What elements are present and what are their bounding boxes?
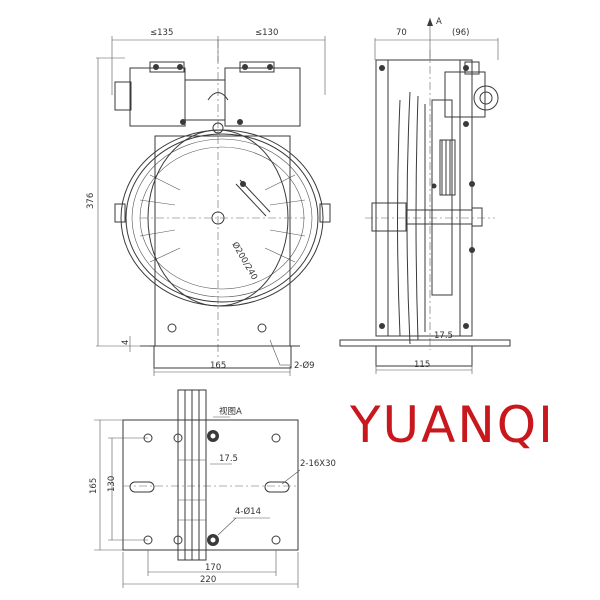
shaft-boss bbox=[371, 202, 407, 232]
side-frame bbox=[375, 59, 473, 337]
dim-sheave-diameter: Ø200/240 bbox=[229, 240, 260, 282]
dim-base-width: 165 bbox=[210, 361, 226, 371]
brake-housing bbox=[129, 67, 186, 127]
dim-slots: 2-16X30 bbox=[300, 459, 336, 469]
bottom-view: 视图A 17.5 2-16X30 4-Ø14 165 130 170 220 bbox=[89, 389, 336, 588]
front-base bbox=[153, 345, 292, 369]
dim-width-left: ≤135 bbox=[150, 28, 173, 38]
front-mounting-plate bbox=[154, 135, 291, 347]
dim-bottom-inner-height: 130 bbox=[107, 476, 117, 492]
dim-width-right: ≤130 bbox=[255, 28, 278, 38]
mounting-holes bbox=[143, 433, 281, 545]
brand-logo: YUANQI bbox=[349, 396, 555, 454]
dim-bottom-groove: 17.5 bbox=[219, 454, 238, 464]
dim-side-groove: 17.5 bbox=[434, 331, 453, 341]
side-base bbox=[339, 339, 511, 347]
bottom-base-plate bbox=[122, 419, 299, 551]
dim-holes-4: 4-Ø14 bbox=[235, 506, 261, 517]
dim-side-front: 70 bbox=[396, 28, 407, 38]
dim-holes: 2-Ø9 bbox=[294, 360, 315, 371]
side-view: 70 (96) A bbox=[339, 17, 511, 374]
brake-arm bbox=[224, 67, 301, 127]
dim-side-depth: 115 bbox=[414, 360, 430, 370]
view-label-a: 视图A bbox=[219, 406, 242, 417]
brake-wheel bbox=[473, 85, 499, 111]
dim-height: 376 bbox=[86, 193, 96, 209]
dim-bottom-outer-width: 220 bbox=[200, 575, 216, 585]
dim-side-rear: (96) bbox=[452, 28, 469, 38]
left-boss bbox=[114, 203, 126, 223]
dim-bottom-outer-height: 165 bbox=[89, 478, 99, 494]
slot-right bbox=[264, 481, 290, 493]
slot-left bbox=[129, 481, 155, 493]
view-arrow-a: A bbox=[436, 17, 442, 27]
front-view: ≤135 ≤130 376 4 Ø200/240 165 2-Ø9 bbox=[86, 28, 331, 376]
dim-bottom-inner-width: 170 bbox=[205, 563, 221, 573]
dim-base-thickness: 4 bbox=[121, 340, 131, 345]
right-boss bbox=[319, 203, 331, 223]
